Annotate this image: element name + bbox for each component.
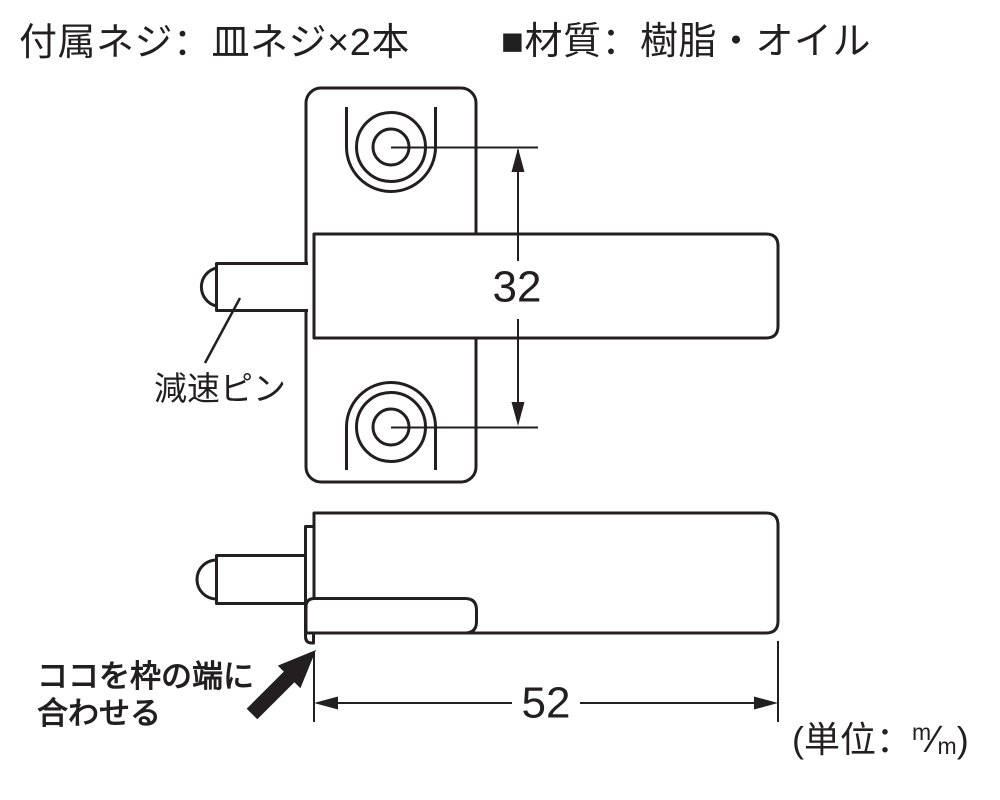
dim-52-arrow-right [754,696,778,710]
pin-side-fill [197,554,306,605]
mounting-plate-side [304,525,315,645]
pin-leader-line [203,297,242,364]
dim-32-label: 32 [492,262,542,312]
dim-52-extension-lines [313,641,779,722]
align-note: ココを枠の端に 合わせる [37,658,254,732]
pin-top [199,262,308,312]
unit-note: (単位：m⁄m) [792,719,969,763]
side-view [195,511,780,722]
dim-32-arrow-up [511,148,525,172]
align-note-line1: ココを枠の端に [37,659,254,694]
unit-denominator: m [937,733,957,759]
material-note: ■材質：樹脂・オイル [501,21,871,63]
screw-slot-top [345,107,437,193]
dim-52-label: 52 [521,678,571,728]
dim-32-arrow-down [511,402,525,426]
unit-numerator: m [912,719,932,745]
unit-suffix: ) [956,719,969,760]
top-view [199,86,780,484]
pin-label: 減速ピン [154,370,286,407]
dim-52-arrow-left [314,696,338,710]
slider-latch-side [304,597,478,635]
unit-slash: ⁄ [931,719,938,761]
unit-prefix: (単位： [792,719,912,760]
pin-side [195,554,306,605]
damper-body-top [312,232,780,340]
screws-note: 付属ネジ：皿ネジ×2本 [19,22,410,64]
pin-top-fill [201,262,308,312]
screw-slot-bottom [345,381,437,470]
align-arrow [246,650,316,720]
align-note-line2: 合わせる [37,696,161,731]
